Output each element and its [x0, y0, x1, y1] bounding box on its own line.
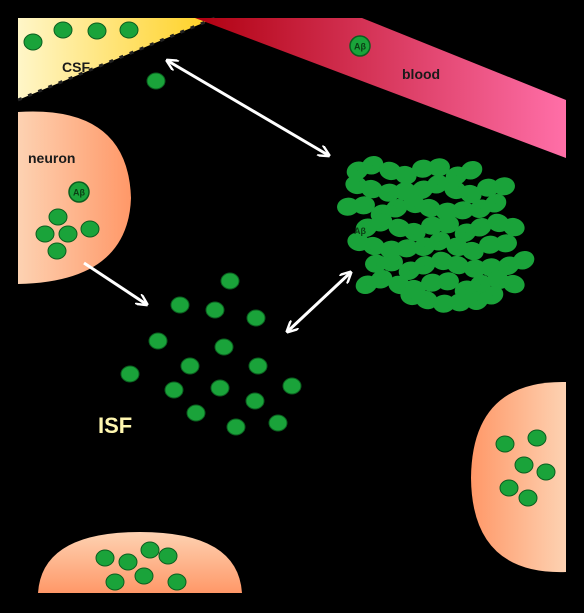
plaque-fibril	[345, 175, 383, 199]
double-arrow-icon	[168, 61, 328, 155]
csf-barrier	[17, 16, 216, 102]
abeta-in-neuron: Aβ	[68, 181, 90, 203]
isf-label: ISF	[98, 413, 132, 438]
csf-label: CSF	[62, 59, 90, 75]
abeta-monomer	[248, 357, 268, 375]
plaque-fibril	[411, 175, 449, 199]
double-arrow-icon	[288, 273, 350, 331]
cell-bottom	[38, 532, 242, 593]
abeta-monomer	[23, 33, 43, 51]
abeta-monomer	[53, 21, 73, 39]
abeta-label-blood: Aβ	[354, 42, 366, 52]
plaque-fibril	[446, 237, 484, 261]
plaque-fibril	[497, 251, 535, 275]
abeta-monomer	[118, 553, 138, 571]
abeta-monomer	[518, 489, 538, 507]
abeta-monomer	[527, 429, 547, 447]
abeta-monomer	[170, 296, 190, 314]
plaque-fibril	[388, 218, 426, 242]
abeta-monomer	[120, 365, 140, 383]
plaque-fibril	[347, 232, 385, 256]
plaque-fibril	[466, 286, 504, 310]
arrow-icon	[83, 261, 146, 304]
plaque-fibril	[421, 215, 459, 235]
abeta-monomer	[35, 225, 55, 243]
plaque-fibril	[487, 270, 525, 294]
csf-compartment	[17, 16, 216, 102]
abeta-monomer	[146, 72, 166, 90]
plaque-fibril	[346, 156, 384, 180]
plaque-fibril	[413, 232, 451, 256]
abeta-label-neuron: Aβ	[73, 188, 85, 198]
abeta-monomer	[226, 418, 246, 436]
abeta-monomer	[158, 547, 178, 565]
abeta-monomer	[134, 567, 154, 585]
plaque-fibril	[365, 253, 403, 273]
abeta-monomer	[514, 456, 534, 474]
abeta-monomers	[23, 21, 556, 591]
abeta-monomer	[105, 573, 125, 591]
plaque-fibril	[400, 286, 438, 310]
abeta-monomer	[167, 573, 187, 591]
plaque-fibril	[433, 293, 471, 313]
abeta-monomer	[87, 22, 107, 40]
plaque-fibril	[379, 161, 417, 185]
abeta-monomer	[148, 332, 168, 350]
abeta-monomer	[164, 381, 184, 399]
plaque-fibril	[454, 218, 492, 242]
plaque-fibril	[398, 256, 436, 280]
plaque-fibril	[421, 272, 459, 292]
amyloid-plaque	[337, 156, 535, 313]
plaque-fibril	[355, 270, 393, 294]
blood-label: blood	[402, 66, 440, 82]
abeta-monomer	[186, 404, 206, 422]
blood-vessel	[195, 18, 566, 158]
plaque-fibril	[477, 177, 515, 197]
abeta-monomer	[47, 242, 67, 260]
plaque-fibril	[355, 213, 393, 237]
abeta-monomer	[282, 377, 302, 395]
abeta-monomer	[95, 549, 115, 567]
abeta-in-blood: Aβ	[349, 35, 371, 57]
abeta-monomer	[58, 225, 78, 243]
abeta-monomer	[220, 272, 240, 290]
abeta-monomer	[214, 338, 234, 356]
abeta-monomer	[119, 21, 139, 39]
plaque-fibril	[431, 251, 469, 275]
plaque-fibril	[412, 158, 450, 178]
abeta-monomer	[48, 208, 68, 226]
plaque-fibril	[380, 239, 418, 259]
abeta-label-plaque: Aβ	[354, 226, 366, 236]
plaque-fibril	[337, 196, 375, 216]
abeta-monomer	[268, 414, 288, 432]
abeta-monomer	[180, 357, 200, 375]
neuron-label: neuron	[28, 150, 75, 166]
plaque-fibril	[469, 194, 507, 218]
plaque-fibril	[479, 234, 517, 254]
abeta-monomer	[140, 541, 160, 559]
plaque-fibril	[444, 180, 482, 204]
plaque-fibril	[487, 213, 525, 237]
cell-right	[471, 381, 566, 573]
abeta-monomer	[205, 301, 225, 319]
abeta-monomer	[80, 220, 100, 238]
abeta-monomer	[495, 435, 515, 453]
abeta-monomer	[210, 379, 230, 397]
plaque-fibril	[403, 194, 441, 218]
abeta-monomer	[536, 463, 556, 481]
abeta-monomer	[499, 479, 519, 497]
abeta-monomer	[246, 309, 266, 327]
plaque-fibril	[445, 161, 483, 185]
abeta-monomer	[245, 392, 265, 410]
